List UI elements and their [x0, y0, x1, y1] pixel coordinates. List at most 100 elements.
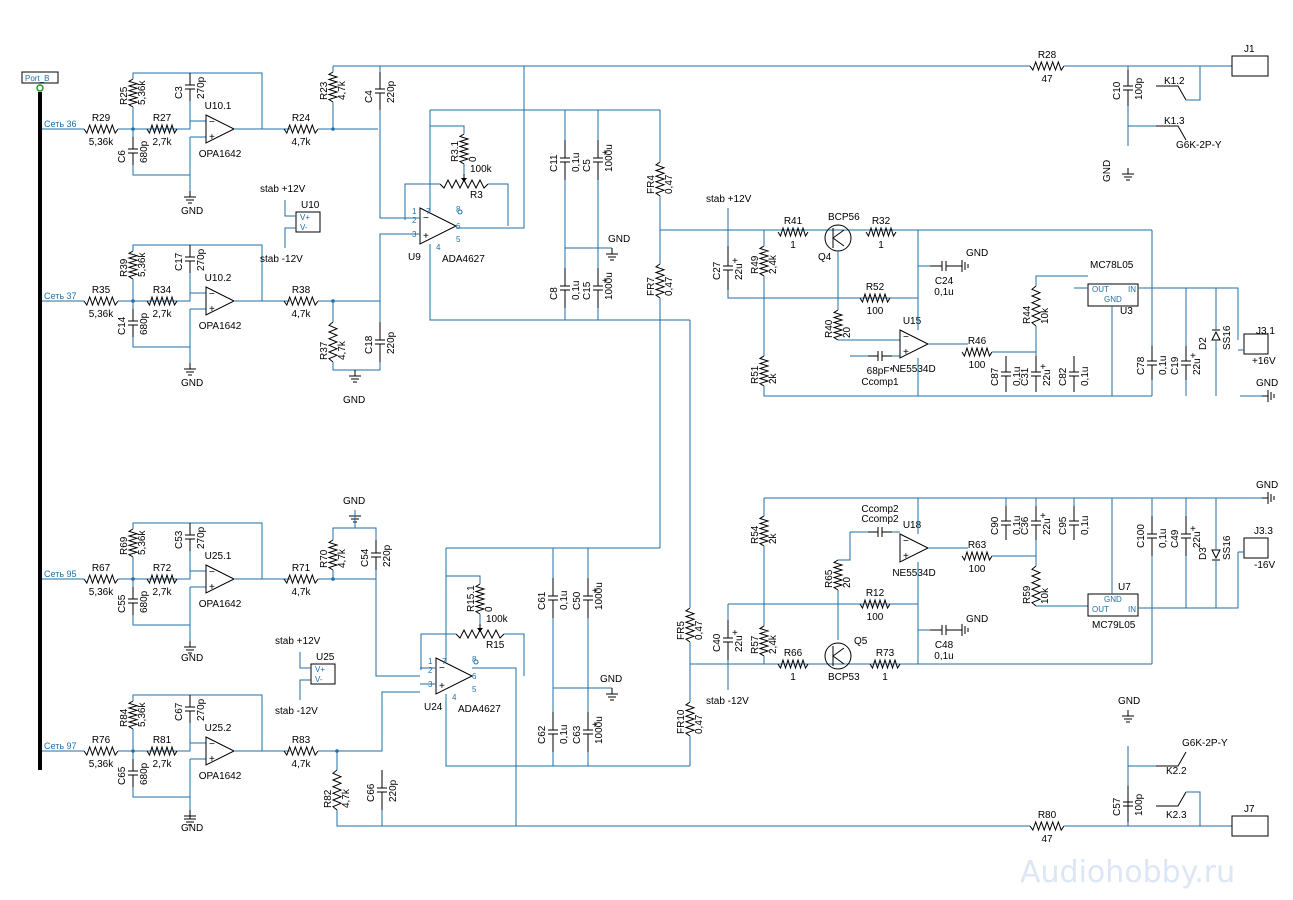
pin-number: 5 — [472, 685, 477, 694]
top-resistor — [127, 528, 139, 558]
resistor-ref: R12 — [866, 588, 885, 599]
junction-dot — [335, 749, 339, 753]
top-resistor — [127, 700, 139, 730]
minus-sign: − — [209, 117, 215, 128]
resistor-ref: R65 — [824, 569, 835, 588]
pin-number: 5 — [456, 235, 461, 244]
resistor-ref: FR10 — [676, 709, 687, 734]
shunt-capacitor — [375, 72, 385, 110]
ground-label: GND — [181, 823, 203, 834]
relay-ref: K2.3 — [1166, 810, 1187, 821]
summing-opamp — [435, 657, 474, 695]
capacitor-ref: C31 — [1020, 367, 1031, 386]
decoupling-capacitor — [548, 712, 558, 752]
capacitor-ref: C17 — [174, 252, 185, 271]
fuse-resistor — [684, 607, 696, 643]
regulator-ref: U3 — [1120, 306, 1133, 317]
shunt-resistor — [331, 769, 343, 811]
opamp-ref: U24 — [424, 702, 443, 713]
pin-number: 4 — [452, 693, 457, 702]
pin-number: 1 — [412, 207, 417, 216]
wire — [132, 165, 190, 176]
resistor-value: 4,7k — [337, 340, 348, 360]
diode-part: SS16 — [1222, 535, 1233, 560]
filter-opamp — [205, 564, 236, 594]
capacitor-ref: C62 — [537, 725, 548, 744]
resistor-ref: R84 — [119, 708, 130, 727]
capacitor-value: 220p — [382, 544, 393, 567]
capacitor-ref: C63 — [572, 725, 583, 744]
resistor-ref: R23 — [319, 81, 330, 100]
wire — [284, 200, 296, 217]
capacitor-value: 680p — [139, 762, 150, 785]
plus-sign: + — [439, 681, 445, 692]
plus-sign: + — [209, 582, 215, 593]
junction-dot — [331, 577, 335, 581]
wire — [189, 723, 206, 744]
resistor-value: 4,7k — [292, 137, 312, 148]
wire — [299, 652, 311, 669]
wire — [132, 72, 263, 129]
resistor-value: 100 — [969, 360, 986, 371]
ground-symbol — [349, 370, 361, 383]
wire — [332, 527, 377, 540]
output-jack — [1243, 537, 1269, 559]
wire — [132, 337, 190, 348]
resistor-ref: R76 — [92, 735, 111, 746]
resistor-ref: R34 — [153, 285, 172, 296]
resistor-ref: R82 — [323, 789, 334, 808]
pin-open-circle — [473, 659, 479, 665]
compensation-resistor — [832, 559, 844, 591]
capacitor-value: 0,1u — [1080, 516, 1091, 535]
output-capacitor — [1181, 346, 1191, 380]
capacitor-value: 22u — [1192, 358, 1203, 375]
feedback-resistor — [859, 292, 891, 304]
top-capacitor — [185, 523, 195, 551]
opamp-part: OPA1642 — [199, 599, 242, 610]
junction-dot — [331, 299, 335, 303]
capacitor-value: 0,1u — [571, 153, 582, 172]
resistor-ref: R69 — [119, 536, 130, 555]
resistor-value: 0 — [468, 156, 479, 162]
resistor-ref: R39 — [119, 258, 130, 277]
resistor-ref: R80 — [1038, 810, 1057, 821]
ground-symbol — [184, 191, 196, 204]
ground-symbol — [1262, 390, 1275, 402]
ground-label: GND — [1118, 696, 1140, 707]
ground-symbol — [184, 363, 196, 376]
base-capacitor — [723, 246, 733, 290]
resistor-ref: R83 — [292, 735, 311, 746]
supply-label: stab +12V — [706, 194, 752, 205]
wire — [375, 570, 420, 677]
resistor-ref: R73 — [876, 648, 895, 659]
base-capacitor — [723, 620, 733, 660]
output-capacitor — [1123, 786, 1133, 822]
resistor-ref: R40 — [824, 319, 835, 338]
minus-sign: − — [903, 332, 909, 343]
divider-resistor — [758, 245, 770, 277]
resistor-value: 2,4k — [768, 254, 779, 274]
resistor-value: 100 — [867, 612, 884, 623]
resistor-ref: FR7 — [646, 277, 657, 296]
ground-label: GND — [966, 614, 988, 625]
capacitor-value: 270p — [196, 526, 207, 549]
resistor-ref: R32 — [872, 216, 891, 227]
opamp-ref: U25.1 — [205, 551, 232, 562]
output-capacitor — [1147, 346, 1157, 380]
resistor-ref: R57 — [750, 635, 761, 654]
shunt-capacitor — [371, 540, 381, 570]
resistor-value: 5,36k — [137, 702, 148, 727]
resistor-value: 5,36k — [137, 530, 148, 555]
capacitor-ref: C36 — [1020, 516, 1031, 535]
plus-sign: + — [423, 231, 429, 242]
output-capacitor — [1001, 506, 1011, 540]
ground-label: GND — [608, 234, 630, 245]
wire — [504, 633, 525, 676]
capacitor-ref: C95 — [1058, 516, 1069, 535]
regulator-pin: OUT — [1092, 605, 1109, 614]
capacitor-value: 0,1u — [1158, 529, 1169, 548]
resistor-ref: R38 — [292, 285, 311, 296]
